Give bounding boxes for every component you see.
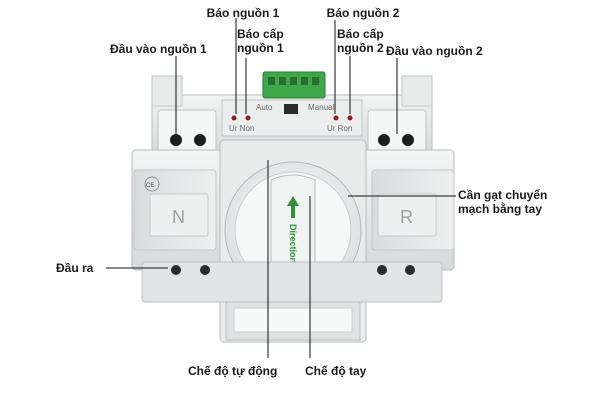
left-input-screw-1 [170, 134, 182, 146]
label-source2-input: Đầu vào nguồn 2 [386, 44, 483, 58]
left-face-letter: N [172, 207, 185, 227]
label-auto-mode: Chế độ tự động [188, 364, 278, 378]
right-input-screw-1 [378, 134, 390, 146]
label-output: Đầu ra [56, 261, 94, 275]
led-left-1 [231, 115, 237, 121]
output-screw-1 [171, 265, 181, 275]
label-source1-indicator: Báo nguồn 1 [206, 6, 280, 20]
green-terminal-screws [268, 77, 319, 85]
label-source1-supply: Báo cấp nguồn 1 [237, 27, 284, 55]
led-right-1 [333, 115, 339, 121]
output-screw-3 [377, 265, 387, 275]
led-right-2 [347, 115, 353, 121]
right-input-screw-2 [402, 134, 414, 146]
output-screw-4 [405, 265, 415, 275]
led-left-2 [245, 115, 251, 121]
top-ridge-right [401, 75, 433, 107]
label-source2-supply: Báo cấp nguồn 2 [337, 27, 384, 55]
right-face-panel [377, 193, 437, 237]
label-source2-indicator: Báo nguồn 2 [326, 6, 400, 20]
led-right-label: Ur Ron [327, 124, 352, 133]
handle-direction-text: Direction [288, 224, 298, 263]
output-screw-2 [200, 265, 210, 275]
bottom-housing [141, 261, 443, 303]
led-left-label: Ur Non [229, 124, 254, 133]
ce-badge [144, 176, 160, 192]
label-manual-lever: Cần gạt chuyển mạch bằng tay [458, 188, 548, 216]
label-source1-input: Đầu vào nguồn 1 [110, 42, 207, 56]
left-face-panel [149, 193, 209, 237]
mode-switch[interactable] [284, 104, 298, 114]
left-input-screw-2 [194, 134, 206, 146]
mode-auto-label: Auto [256, 103, 273, 112]
top-ridge-left [151, 75, 183, 107]
leader-lines [106, 18, 456, 358]
right-face-letter: R [400, 207, 413, 227]
label-manual-mode: Chế độ tay [305, 364, 367, 378]
ce-badge-text: CE [146, 183, 154, 189]
direction-arrow-icon [287, 196, 299, 218]
mode-manual-label: Manual [308, 103, 334, 112]
handle-label-plate [233, 307, 353, 333]
